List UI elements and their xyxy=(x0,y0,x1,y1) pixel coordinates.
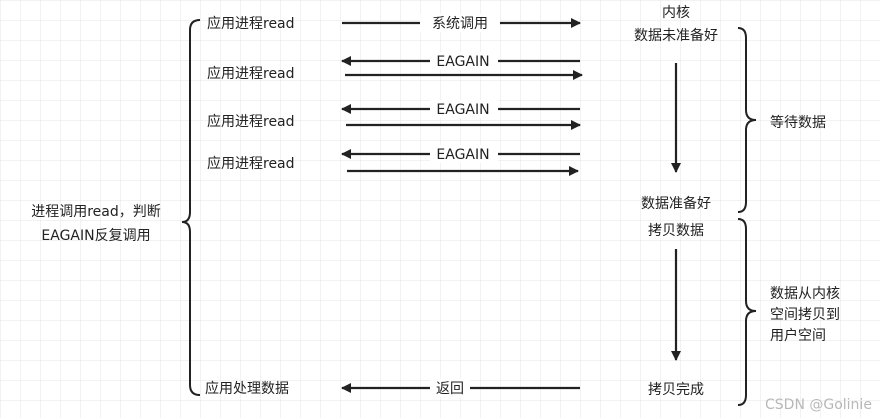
app-read-label: 应用进程read xyxy=(207,15,295,32)
kernel-copy: 拷贝数据 xyxy=(648,223,704,239)
watermark: CSDN @Golinie xyxy=(765,397,872,413)
kernel-not-ready: 数据未准备好 xyxy=(634,27,718,44)
left-brace xyxy=(181,19,201,396)
left-note-line-1: 进程调用read，判断 xyxy=(31,204,161,220)
app-read-label: 应用进程read xyxy=(207,65,295,82)
eagain-label: EAGAIN xyxy=(436,147,489,163)
app-process-label: 应用处理数据 xyxy=(205,380,289,397)
syscall-label: 系统调用 xyxy=(432,16,488,32)
left-note-line-2: EAGAIN反复调用 xyxy=(41,227,150,244)
copy-phase-brace xyxy=(737,218,757,406)
app-read-label: 应用进程read xyxy=(207,155,295,172)
app-read-label: 应用进程read xyxy=(207,113,295,130)
return-label: 返回 xyxy=(436,381,464,397)
copy-phase-label-line: 空间拷贝到 xyxy=(770,307,840,323)
kernel-copy-done: 拷贝完成 xyxy=(648,382,704,398)
kernel-title: 内核 xyxy=(662,5,690,21)
eagain-label: EAGAIN xyxy=(436,54,489,70)
kernel-ready: 数据准备好 xyxy=(641,195,711,212)
copy-phase-label-line: 用户空间 xyxy=(770,327,826,344)
wait-phase-brace xyxy=(737,27,757,213)
copy-phase-label-line: 数据从内核 xyxy=(770,286,840,302)
eagain-label: EAGAIN xyxy=(436,102,489,118)
wait-phase-label: 等待数据 xyxy=(770,114,826,131)
